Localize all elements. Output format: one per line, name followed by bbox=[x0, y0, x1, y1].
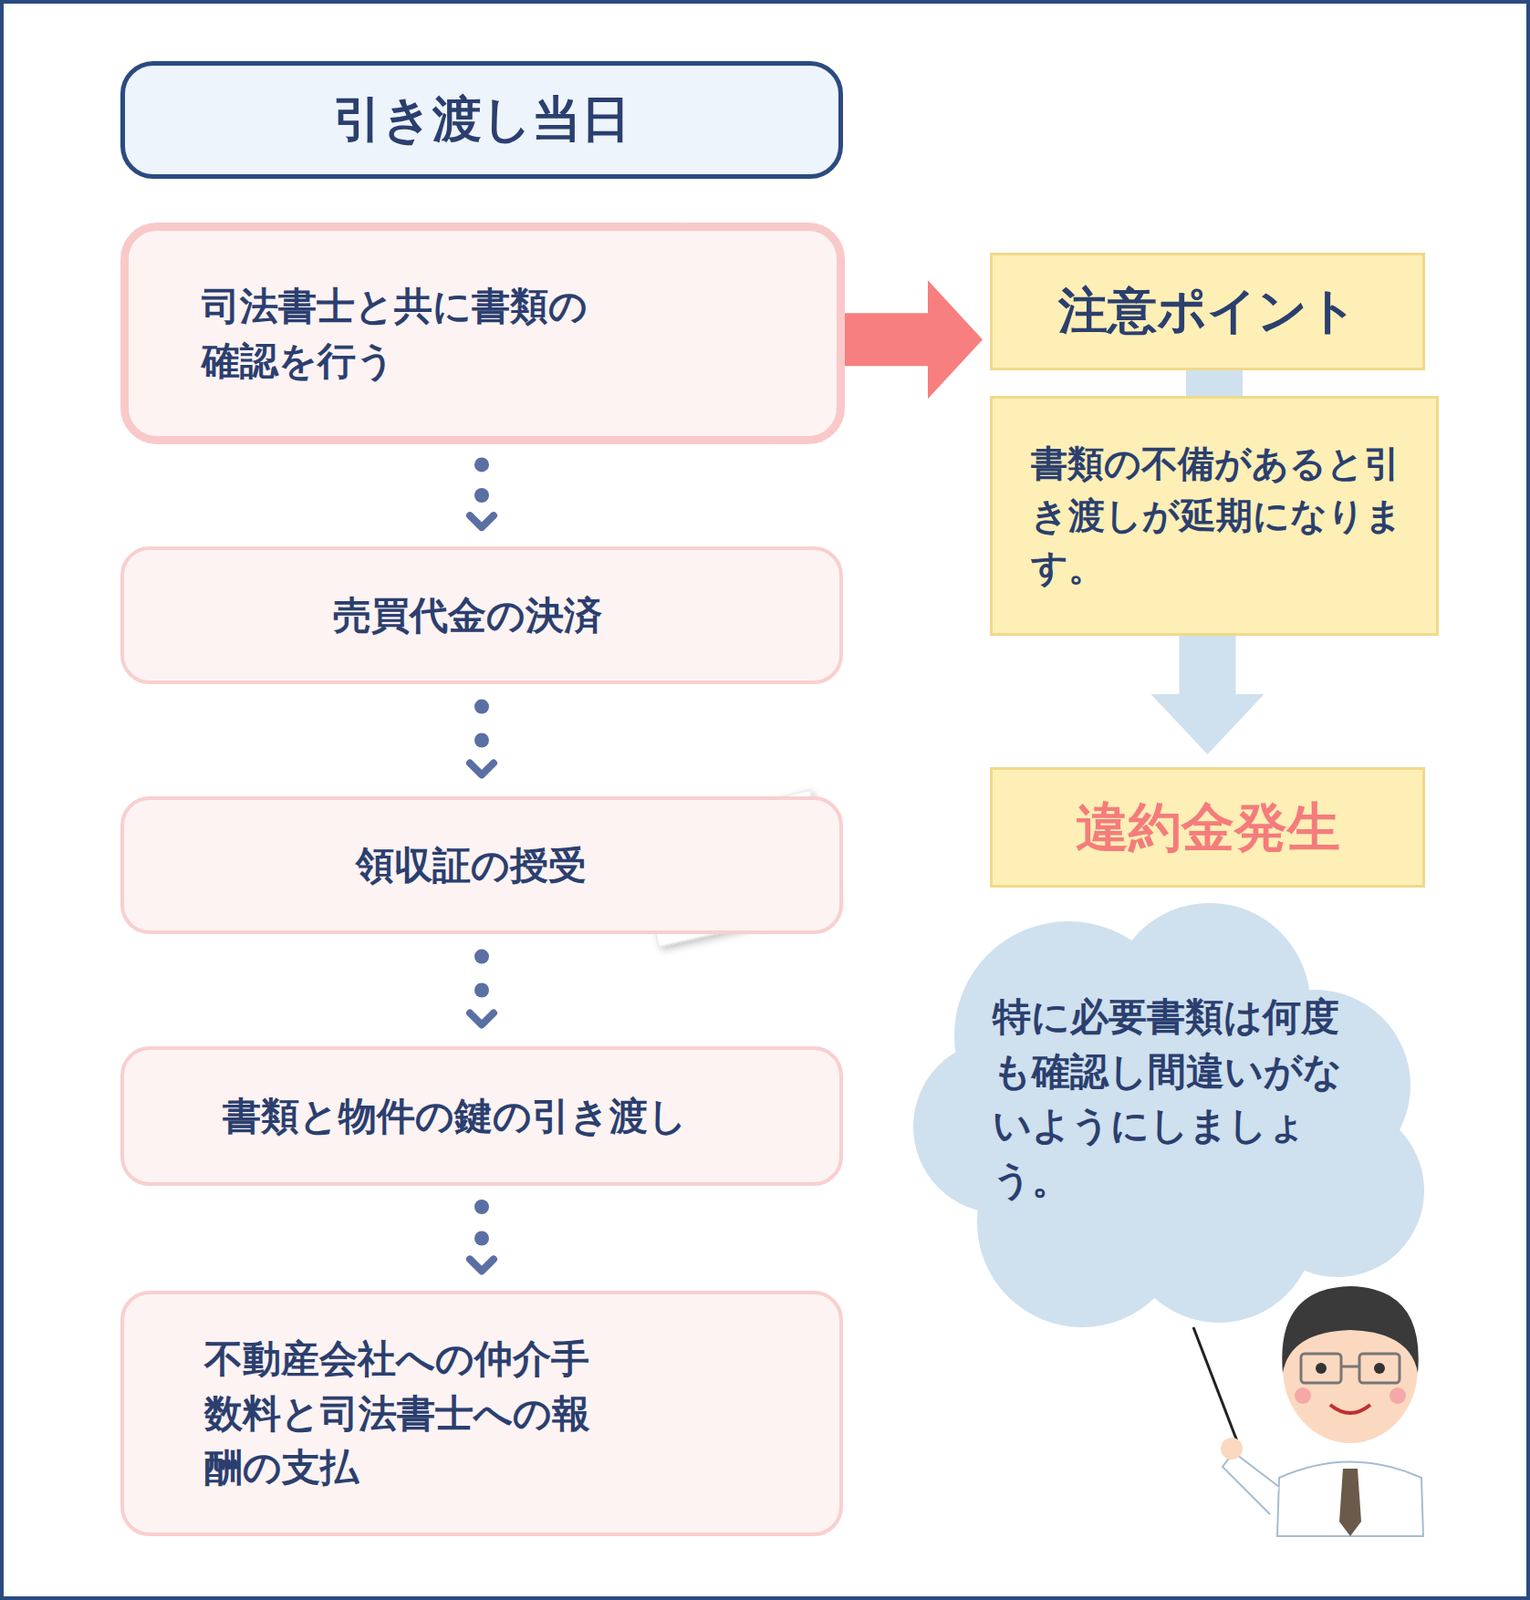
teacher-figure-part bbox=[1222, 1452, 1280, 1515]
penalty-box: 違約金発生 bbox=[989, 767, 1426, 888]
text-group: 領収証の授受 bbox=[355, 838, 587, 894]
teacher-figure bbox=[1193, 1286, 1424, 1537]
teacher-figure-part bbox=[1341, 1365, 1360, 1369]
connector bbox=[844, 280, 983, 399]
teacher-figure-part bbox=[1315, 1363, 1327, 1374]
text-group: 引き渡し当日 bbox=[333, 84, 631, 156]
connector-part bbox=[474, 983, 490, 999]
node-label: 領収証の授受 bbox=[355, 838, 587, 894]
teacher-figure-part bbox=[1339, 1468, 1362, 1537]
connector-part bbox=[469, 1259, 494, 1271]
connector bbox=[469, 457, 494, 528]
connector-part bbox=[474, 733, 490, 749]
process-box: 領収証の授受 bbox=[120, 796, 844, 935]
node-label: 違約金発生 bbox=[1075, 790, 1341, 865]
node-label: 注意ポイント bbox=[1058, 276, 1358, 347]
text-group: 特に必要書類は何度も確認し間違いがないようにしましょう。 bbox=[992, 989, 1358, 1208]
process-box: 司法書士と共に書類の確認を行う bbox=[120, 222, 845, 445]
connector-part bbox=[1186, 370, 1243, 396]
teacher-figure-part bbox=[1220, 1437, 1243, 1460]
speech-cloud: 特に必要書類は何度も確認し間違いがないようにしましょう。 bbox=[908, 898, 1425, 1328]
connector-part bbox=[474, 457, 490, 472]
node-label: 書類の不備があると引き渡しが延期になります。 bbox=[1030, 437, 1406, 594]
connector-part bbox=[474, 699, 490, 715]
connector bbox=[469, 699, 494, 776]
process-box: 書類と物件の鍵の引き渡し bbox=[120, 1046, 844, 1187]
node-label: 売買代金の決済 bbox=[333, 588, 603, 644]
connector bbox=[469, 949, 494, 1026]
process-box: 売買代金の決済 bbox=[120, 546, 844, 685]
teacher-figure-part bbox=[1277, 1462, 1424, 1538]
text-group: 違約金発生 bbox=[1075, 790, 1341, 865]
teacher-figure-part bbox=[1193, 1327, 1238, 1442]
connector-part bbox=[1151, 635, 1265, 755]
text-group: 司法書士と共に書類の確認を行う bbox=[201, 279, 594, 388]
node-label: 特に必要書類は何度も確認し間違いがないようにしましょう。 bbox=[992, 989, 1358, 1208]
node-label: 書類と物件の鍵の引き渡し bbox=[222, 1089, 687, 1145]
connector-part bbox=[474, 1231, 490, 1247]
text-group: 書類の不備があると引き渡しが延期になります。 bbox=[1030, 437, 1406, 594]
teacher-figure-part bbox=[1389, 1387, 1406, 1405]
connector bbox=[469, 1199, 494, 1271]
text-group: 注意ポイント bbox=[1058, 276, 1358, 347]
connector-part bbox=[844, 280, 983, 399]
teacher-figure-part bbox=[1373, 1363, 1385, 1374]
process-box: 不動産会社への仲介手数料と司法書士への報酬の支払 bbox=[120, 1290, 844, 1537]
connector-part bbox=[469, 1012, 494, 1025]
node-label: 引き渡し当日 bbox=[333, 84, 631, 156]
caution-heading-box: 注意ポイント bbox=[989, 252, 1426, 371]
connector-part bbox=[474, 488, 490, 503]
connector-part bbox=[474, 1199, 490, 1215]
teacher-figure-part bbox=[1281, 1286, 1418, 1374]
connector bbox=[1186, 370, 1243, 396]
caution-box: 書類の不備があると引き渡しが延期になります。 bbox=[989, 395, 1439, 636]
text-group: 不動産会社への仲介手数料と司法書士への報酬の支払 bbox=[204, 1332, 597, 1496]
teacher-figure-part bbox=[1330, 1405, 1371, 1414]
connector-part bbox=[474, 949, 490, 965]
teacher-figure-part bbox=[1359, 1353, 1400, 1384]
node-label: 不動産会社への仲介手数料と司法書士への報酬の支払 bbox=[204, 1332, 597, 1496]
teacher-figure-part bbox=[1301, 1353, 1342, 1384]
header-box: 引き渡し当日 bbox=[120, 61, 844, 179]
text-group: 書類と物件の鍵の引き渡し bbox=[222, 1089, 687, 1145]
connector bbox=[1151, 635, 1265, 755]
teacher-figure-part bbox=[1294, 1387, 1312, 1405]
connector-part bbox=[469, 515, 494, 528]
node-label: 司法書士と共に書類の確認を行う bbox=[201, 279, 594, 388]
text-group: 売買代金の決済 bbox=[333, 588, 603, 644]
connector-part bbox=[469, 762, 494, 775]
